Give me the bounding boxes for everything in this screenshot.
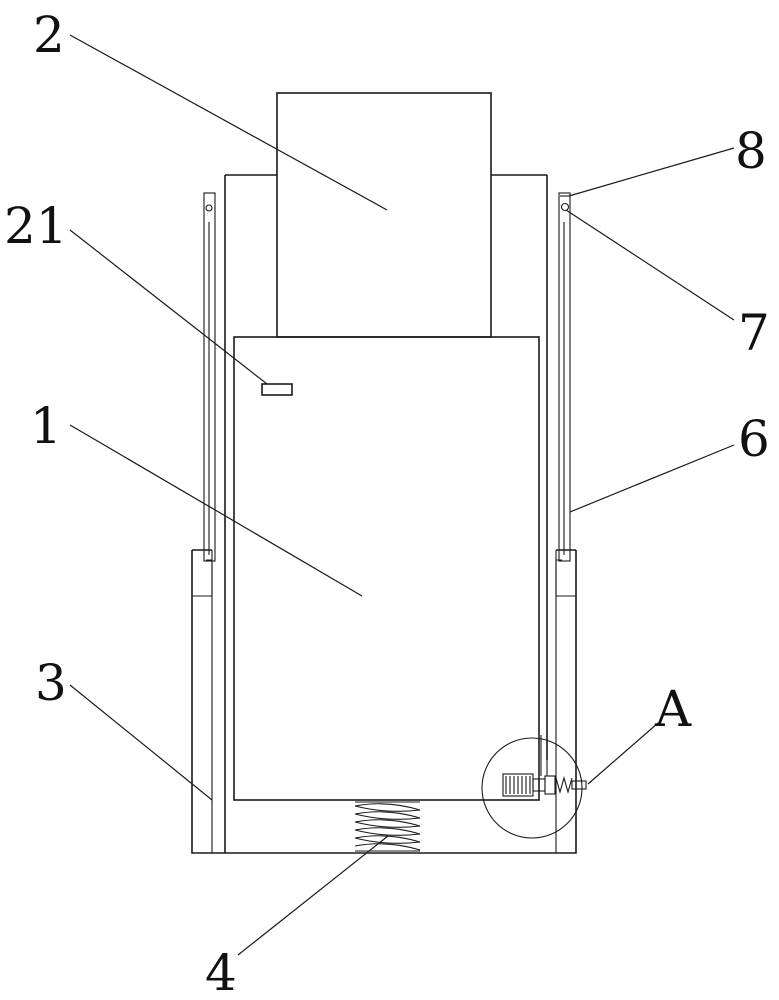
label-7: 7	[738, 304, 770, 362]
leader-4	[237, 835, 389, 956]
label-8: 8	[735, 122, 767, 180]
leader-8	[568, 147, 735, 197]
leader-21	[69, 229, 268, 385]
label-6: 6	[738, 410, 770, 468]
leader-1	[69, 424, 363, 597]
label-a: A	[654, 680, 692, 738]
detail-a-latch	[481, 735, 587, 839]
label-3: 3	[35, 654, 67, 712]
right-side-rail	[558, 192, 571, 562]
slot-marker	[261, 383, 293, 396]
left-side-rail	[203, 192, 216, 562]
leader-lines	[69, 34, 735, 956]
label-2: 2	[33, 6, 65, 64]
leader-7	[565, 209, 735, 321]
top-cover	[276, 92, 492, 338]
label-1: 1	[30, 397, 62, 455]
inner-frame	[224, 174, 548, 853]
leader-a	[587, 722, 659, 785]
housing-body	[233, 336, 540, 801]
outer-sleeve	[191, 549, 577, 854]
leader-6	[569, 444, 735, 513]
leader-2	[69, 34, 388, 211]
bottom-spring	[354, 801, 421, 852]
label-21: 21	[4, 197, 68, 255]
pivot-pin	[560, 202, 570, 212]
label-4: 4	[205, 944, 237, 1000]
leader-3	[69, 684, 213, 801]
